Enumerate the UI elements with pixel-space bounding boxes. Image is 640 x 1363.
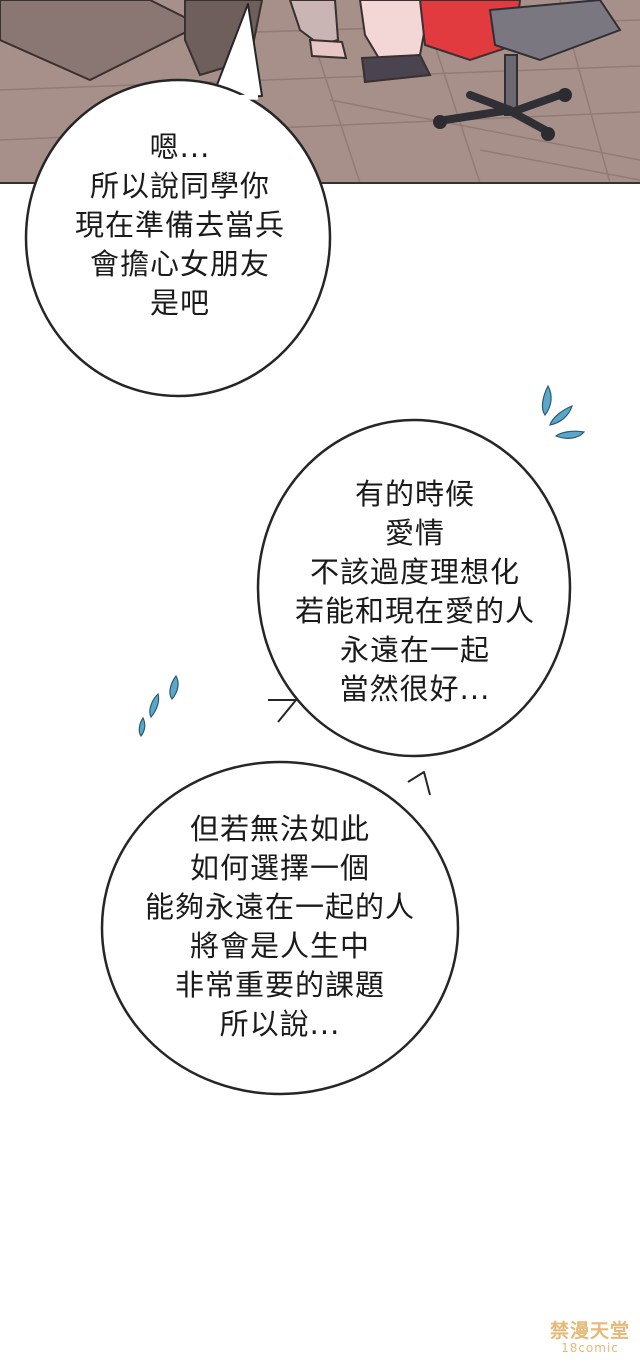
sweat-drops-left — [138, 674, 179, 737]
bubble-1-text: 嗯... 所以說同學你 現在準備去當兵 會擔心女朋友 是吧 — [50, 128, 310, 323]
bubble-1-line: 所以說同學你 — [89, 169, 270, 203]
bubble-3-line: 所以說... — [219, 1007, 341, 1041]
bubble-1-line: 會擔心女朋友 — [89, 247, 270, 281]
site-watermark: 禁漫天堂 18comic — [550, 1321, 630, 1355]
watermark-subtitle: 18comic — [561, 1340, 619, 1355]
bubble-3-line: 但若無法如此 — [189, 812, 370, 846]
bubble-3-line: 將會是人生中 — [189, 929, 370, 963]
bubble-1-line: 是吧 — [149, 286, 210, 320]
chair-base — [441, 91, 564, 134]
chair-seat — [488, 0, 622, 62]
speech-bubble-3 — [100, 760, 460, 1096]
bubble-2-line: 有的時候 — [354, 477, 475, 511]
desk — [0, 0, 203, 82]
bubble-2-line: 若能和現在愛的人 — [294, 594, 535, 628]
speech-bubble-1 — [24, 3, 332, 398]
bubble-3-line: 如何選擇一個 — [189, 851, 370, 885]
watermark-title: 禁漫天堂 — [549, 1319, 630, 1342]
sweat-drops-top-right — [541, 384, 586, 439]
speech-bubble-2 — [256, 418, 572, 758]
bubble-1-line: 現在準備去當兵 — [74, 208, 285, 242]
bubble-2-line: 不該過度理想化 — [309, 555, 520, 589]
bubble-2-text: 有的時候 愛情 不該過度理想化 若能和現在愛的人 永遠在一起 當然很好... — [270, 475, 560, 709]
bubble-2-line: 當然很好... — [339, 672, 491, 706]
bubble-3-line: 能夠永遠在一起的人 — [144, 890, 415, 924]
sock — [360, 53, 432, 84]
bubble-3-text: 但若無法如此 如何選擇一個 能夠永遠在一起的人 將會是人生中 非常重要的課題 所… — [120, 810, 440, 1044]
bubble-3-line: 非常重要的課題 — [174, 968, 385, 1002]
bubble-1-line: 嗯... — [149, 130, 211, 164]
bubble-2-line: 永遠在一起 — [339, 633, 490, 667]
bubble-2-line: 愛情 — [384, 516, 445, 550]
